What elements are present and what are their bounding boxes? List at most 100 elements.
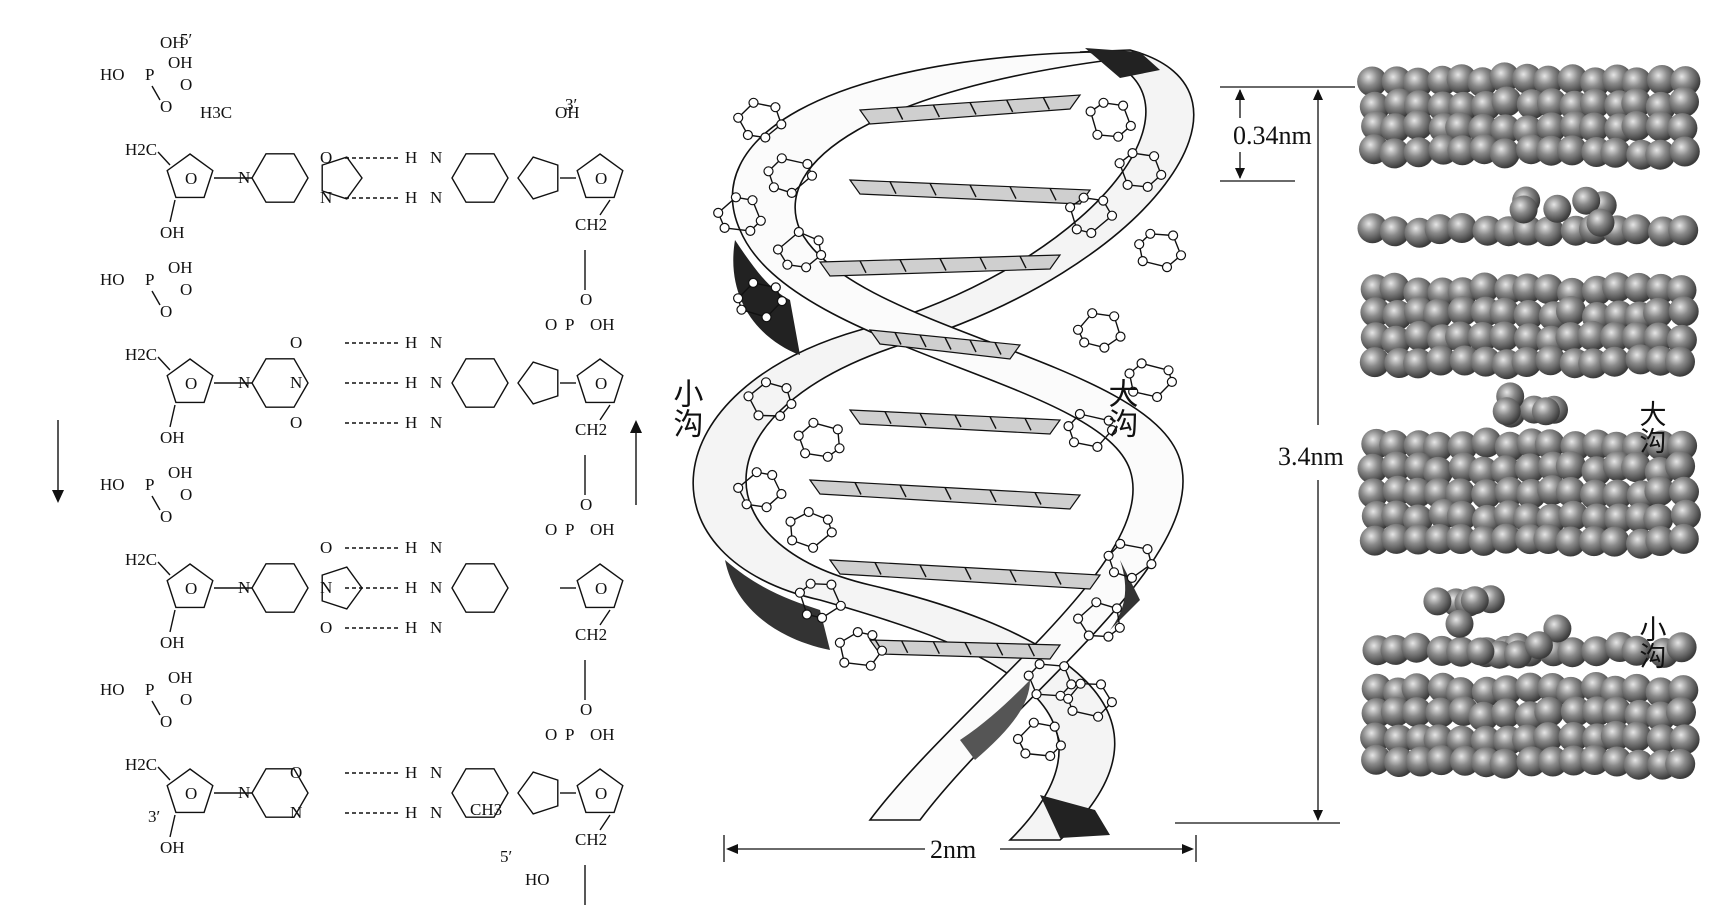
atom-sphere	[1383, 724, 1414, 755]
atom-sphere	[1489, 321, 1520, 352]
atom-ball	[832, 424, 843, 435]
atom-ball	[776, 296, 788, 307]
atom-sphere	[1533, 722, 1564, 753]
atom-ball	[781, 383, 792, 394]
atom-ball	[806, 170, 818, 181]
atom-ball	[815, 249, 827, 261]
atom-sphere	[1380, 696, 1411, 727]
atom-sphere	[1534, 429, 1565, 460]
bond-line	[599, 404, 611, 421]
space-filling-model-panel: 大沟 小沟	[1357, 62, 1701, 780]
sugar-ring-right	[576, 563, 624, 609]
plate-hatch	[969, 102, 977, 115]
plate-hatch	[939, 258, 947, 271]
minor-groove-label: 小沟	[668, 378, 704, 438]
acceptor-atom-label: N	[430, 538, 442, 557]
atom-ball	[1085, 106, 1096, 117]
atom-ball	[1127, 148, 1138, 159]
atom-ball	[1136, 358, 1147, 369]
width-dimension: 2nm	[723, 835, 1197, 864]
atom-sphere	[1665, 749, 1696, 779]
phosphate-oh-right-label: OH	[590, 520, 615, 539]
atom-sphere	[1423, 456, 1453, 487]
plate-hatch	[874, 562, 882, 575]
atom-ball	[834, 443, 845, 454]
atom-sphere	[1533, 65, 1564, 96]
plate-hatch	[1054, 572, 1062, 585]
h2c-label: H2C	[125, 345, 157, 364]
atom-ball	[1113, 131, 1124, 142]
atom-sphere	[1599, 322, 1630, 352]
terminal-phosphate-oh-label: OH	[160, 33, 185, 52]
base-pair-plate	[808, 479, 1082, 510]
major-groove-label: 大沟	[1103, 378, 1138, 438]
atom-ball	[1092, 441, 1103, 452]
atom-ball	[730, 192, 742, 203]
pitch-dimension: 3.4nm	[1175, 89, 1344, 824]
plate-hatch	[1019, 255, 1027, 269]
atom-sphere	[1467, 322, 1498, 352]
hydrogen-label: H	[405, 188, 417, 207]
atom-sphere	[1556, 296, 1586, 326]
atom-ball	[800, 262, 812, 273]
phosphate-oh-label: OH	[168, 53, 193, 72]
ester-o-label: O	[160, 712, 172, 731]
atom-ball	[747, 195, 758, 206]
atom-ball	[793, 226, 804, 238]
donor-atom-label: N	[320, 578, 332, 597]
ch2-label: CH2	[575, 625, 607, 644]
atom-ball	[1064, 202, 1076, 213]
phosphate-oh-label: OH	[168, 668, 193, 687]
acceptor-atom-label: N	[430, 413, 442, 432]
atom-ball	[1163, 365, 1174, 376]
atom-sphere	[1403, 348, 1434, 379]
plate-hatch	[996, 643, 1004, 656]
atom-sphere	[1668, 296, 1699, 327]
acceptor-atom-label: N	[430, 188, 442, 207]
atom-sphere	[1357, 453, 1388, 484]
sugar-ring-left	[166, 563, 214, 609]
atom-sphere	[1533, 216, 1564, 247]
phosphate-oh-label: OH	[168, 463, 193, 482]
phosphate-o-label: O	[180, 280, 192, 299]
acceptor-atom-label: N	[430, 148, 442, 167]
prime3-top-label: 3′	[565, 95, 577, 114]
atom-sphere	[1665, 346, 1695, 377]
plate-hatch	[919, 334, 927, 348]
atom-ball	[1063, 421, 1074, 432]
atom-sphere	[1670, 499, 1701, 530]
purine-ring-right	[517, 771, 559, 815]
atom-sphere	[1621, 322, 1652, 352]
plate-hatch	[989, 416, 997, 429]
atom-sphere	[1468, 525, 1499, 556]
h2c-label: H2C	[125, 755, 157, 774]
sugar-o-label: O	[185, 784, 197, 803]
phosphate-p-right-label: P	[565, 315, 574, 334]
atom-ball	[834, 637, 846, 648]
atom-sphere	[1402, 110, 1433, 141]
base-n-label: N	[238, 578, 250, 597]
ester-o-label: O	[160, 507, 172, 526]
atom-sphere	[1557, 135, 1588, 166]
hydrogen-label: H	[405, 148, 417, 167]
plate-hatch	[1027, 643, 1035, 657]
atom-ball	[1059, 661, 1070, 672]
sfm-major-groove-label: 大沟	[1635, 400, 1667, 454]
atom-ball	[1066, 679, 1077, 690]
phosphate-p-label: P	[145, 270, 154, 289]
h2c-label: H2C	[125, 140, 157, 159]
sugar-oh-label: OH	[160, 223, 185, 242]
plate-hatch	[1034, 492, 1042, 505]
atom-ball	[782, 259, 793, 270]
base-ring-right	[451, 768, 509, 818]
phosphate-o-right-label: O	[545, 315, 557, 334]
base-ring-right	[451, 153, 509, 203]
phosphate-o-label: O	[180, 75, 192, 94]
atom-sphere	[1643, 322, 1674, 353]
atom-ball	[768, 182, 780, 193]
plate-hatch	[854, 482, 862, 495]
plate-hatch	[899, 259, 907, 272]
purine-ring-right	[517, 156, 559, 200]
atom-sphere	[1621, 635, 1652, 666]
